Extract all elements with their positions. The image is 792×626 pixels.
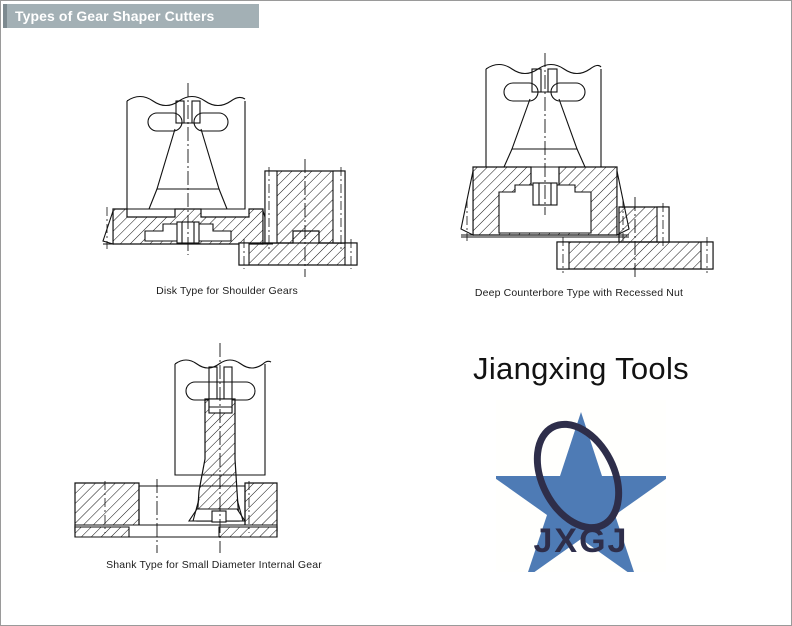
centerline bbox=[544, 53, 636, 277]
figure-deep-counterbore-type: Deep Counterbore Type with Recessed Nut bbox=[429, 37, 729, 299]
figure-shank-type: Shank Type for Small Diameter Internal G… bbox=[69, 341, 359, 571]
shank-type-drawing bbox=[74, 343, 278, 553]
centerline bbox=[156, 343, 221, 553]
header-bar: Types of Gear Shaper Cutters bbox=[3, 4, 259, 28]
orbit-ring-icon bbox=[533, 420, 623, 531]
logo-wrap: JXGJ bbox=[431, 399, 731, 572]
deep-counterbore-drawing bbox=[460, 53, 714, 277]
figure-deep-counterbore-caption: Deep Counterbore Type with Recessed Nut bbox=[474, 287, 684, 299]
company-logo: JXGJ bbox=[496, 399, 666, 572]
disk-type-drawing bbox=[102, 83, 358, 277]
brand-name: Jiangxing Tools bbox=[473, 351, 689, 386]
figure-shank-type-caption: Shank Type for Small Diameter Internal G… bbox=[106, 559, 322, 571]
centerline bbox=[187, 83, 306, 277]
brand-block: Jiangxing Tools JXGJ bbox=[431, 351, 731, 572]
figure-disk-type: Disk Type for Shoulder Gears bbox=[87, 59, 367, 297]
logo-wordmark: JXGJ bbox=[534, 522, 629, 560]
page-title: Types of Gear Shaper Cutters bbox=[15, 8, 215, 24]
figure-disk-type-caption: Disk Type for Shoulder Gears bbox=[156, 285, 298, 297]
star-icon bbox=[496, 411, 666, 572]
